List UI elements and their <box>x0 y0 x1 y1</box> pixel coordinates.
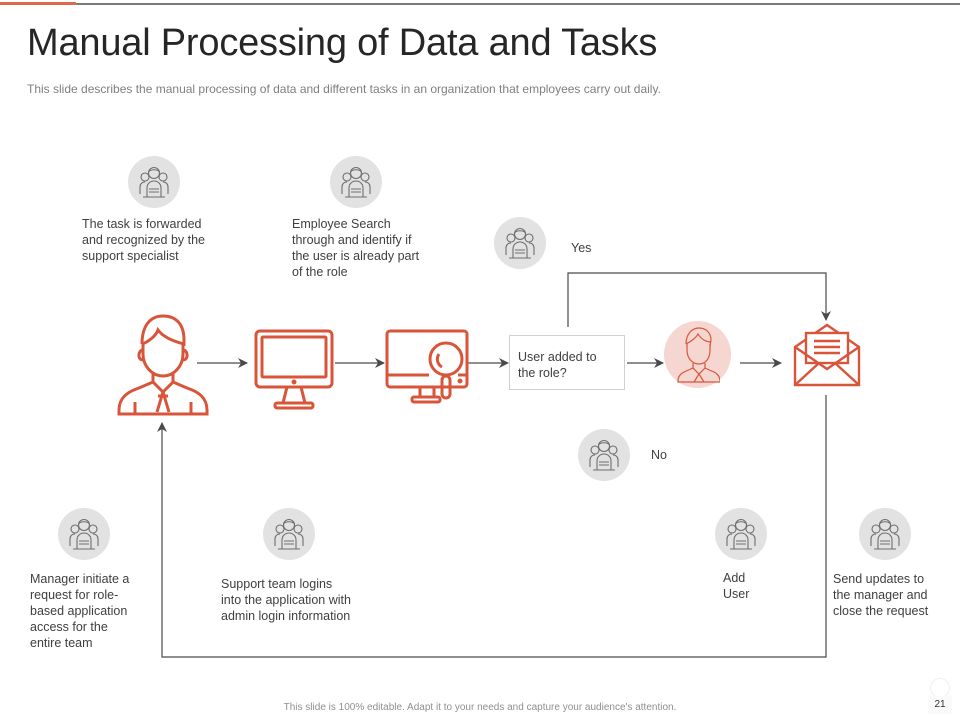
arrow-return-path <box>157 395 827 658</box>
team-icon <box>263 508 315 560</box>
arrow-yes-path <box>567 272 831 327</box>
envelope-icon <box>793 323 861 387</box>
branch-yes-label: Yes <box>571 241 592 255</box>
team-icon <box>859 508 911 560</box>
team-icon <box>330 156 382 208</box>
page-decoration <box>930 678 950 698</box>
top-accent-bar <box>0 2 76 5</box>
team-icon <box>578 429 630 481</box>
top-divider <box>0 3 960 5</box>
team-icon <box>58 508 110 560</box>
manager-icon <box>117 314 209 416</box>
team-icon <box>494 217 546 269</box>
footer-note: This slide is 100% editable. Adapt it to… <box>283 702 677 713</box>
page-number: 21 <box>928 696 952 714</box>
page-subtitle: This slide describes the manual processi… <box>27 82 661 96</box>
team-icon <box>715 508 767 560</box>
branch-no-label: No <box>651 448 667 462</box>
page-title: Manual Processing of Data and Tasks <box>27 22 658 64</box>
team-icon <box>128 156 180 208</box>
monitor-icon <box>254 329 334 410</box>
user-icon <box>677 327 720 383</box>
monitor-search-icon <box>385 329 469 404</box>
user-circle <box>664 321 731 388</box>
